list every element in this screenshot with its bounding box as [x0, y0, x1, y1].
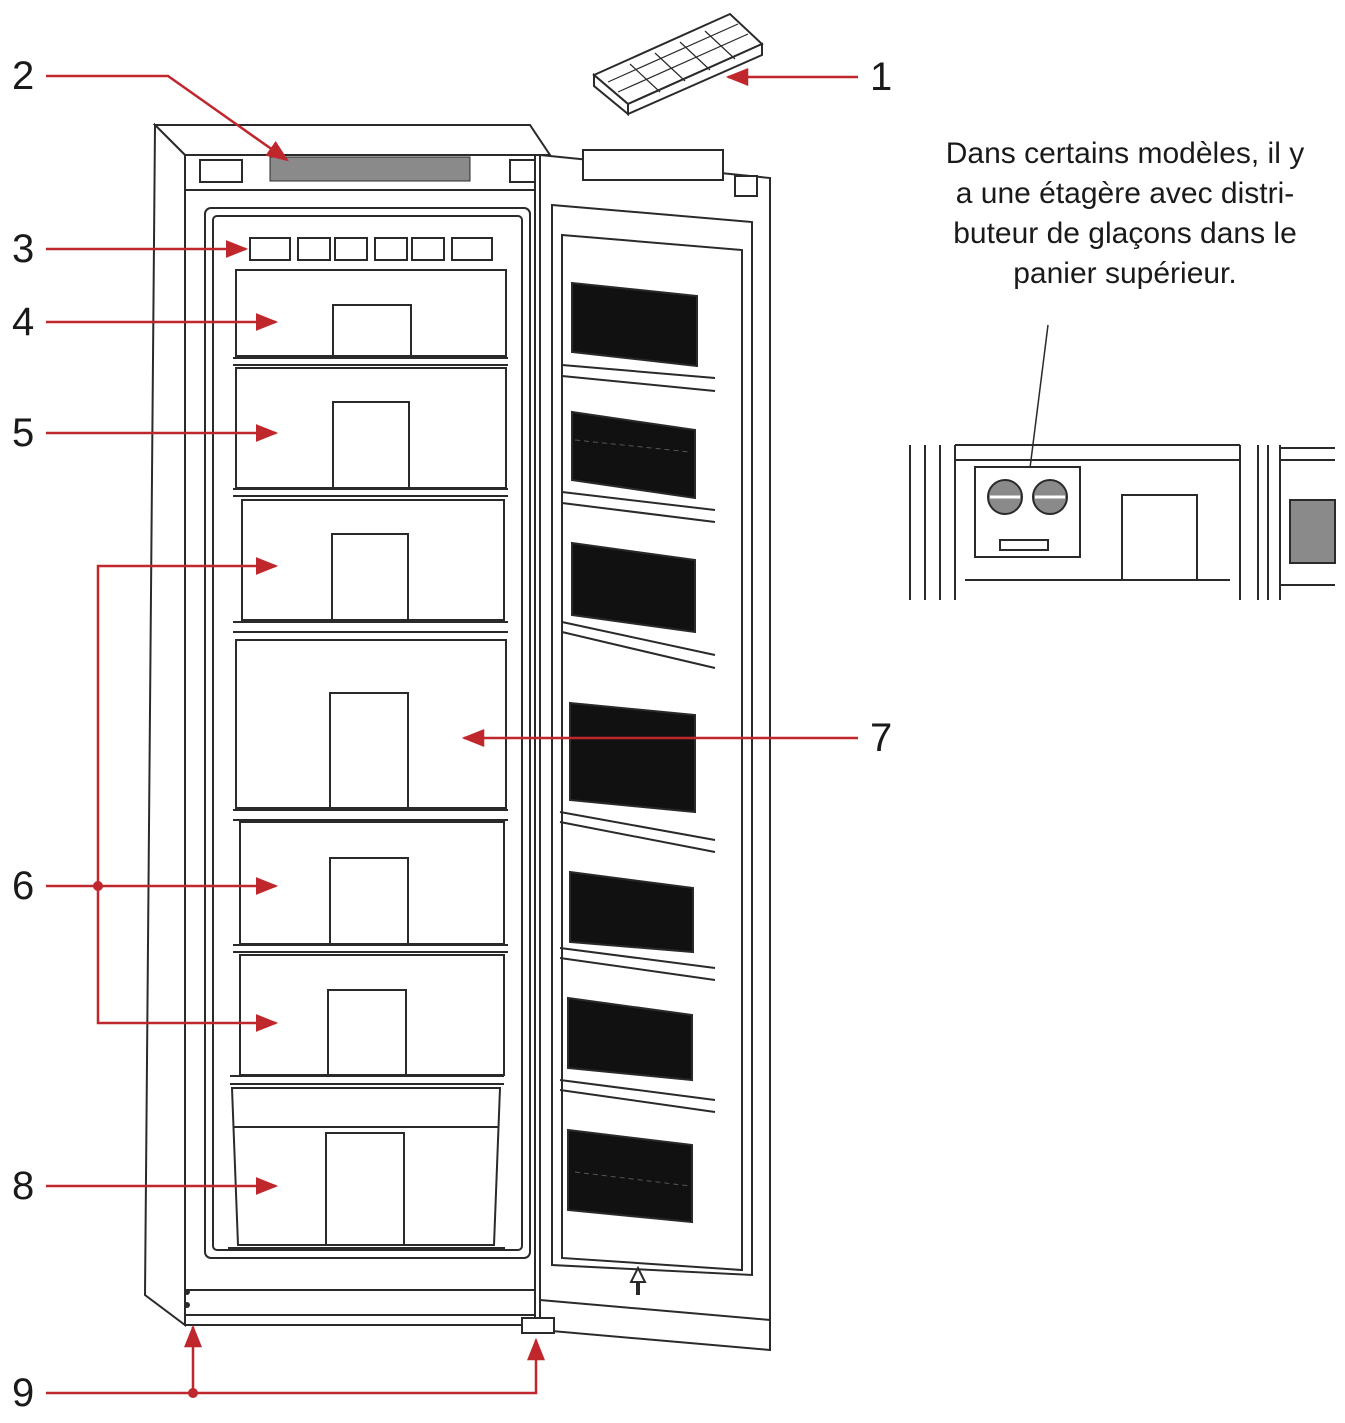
callout-6: 6	[12, 864, 35, 908]
ice-dispenser-detail	[909, 324, 1336, 600]
callout-4: 4	[12, 300, 35, 344]
callout-7: 7	[870, 716, 893, 760]
drawers	[228, 269, 508, 1249]
ice-dispenser-note: Dans certains modèles, il y a une étagèr…	[905, 134, 1345, 294]
leader-dots	[93, 881, 198, 1398]
callout-1: 1	[870, 55, 893, 99]
note-line-3: buteur de glaçons dans le	[953, 217, 1297, 250]
note-line-1: Dans certains modèles, il y	[945, 137, 1305, 170]
door-shelves	[559, 281, 716, 1224]
note-line-2: a une étagère avec distri-	[955, 177, 1295, 210]
control-panel-strip	[269, 156, 471, 182]
callout-9: 9	[12, 1371, 35, 1415]
door-symbol-icon	[629, 1265, 647, 1295]
callout-5: 5	[12, 411, 35, 455]
ice-tray	[592, 12, 764, 117]
leader-lines	[46, 68, 858, 1395]
note-line-4: panier supérieur.	[1013, 257, 1237, 290]
air-vents	[249, 237, 493, 261]
callout-3: 3	[12, 227, 35, 271]
callout-8: 8	[12, 1164, 35, 1208]
callout-2: 2	[12, 54, 35, 98]
